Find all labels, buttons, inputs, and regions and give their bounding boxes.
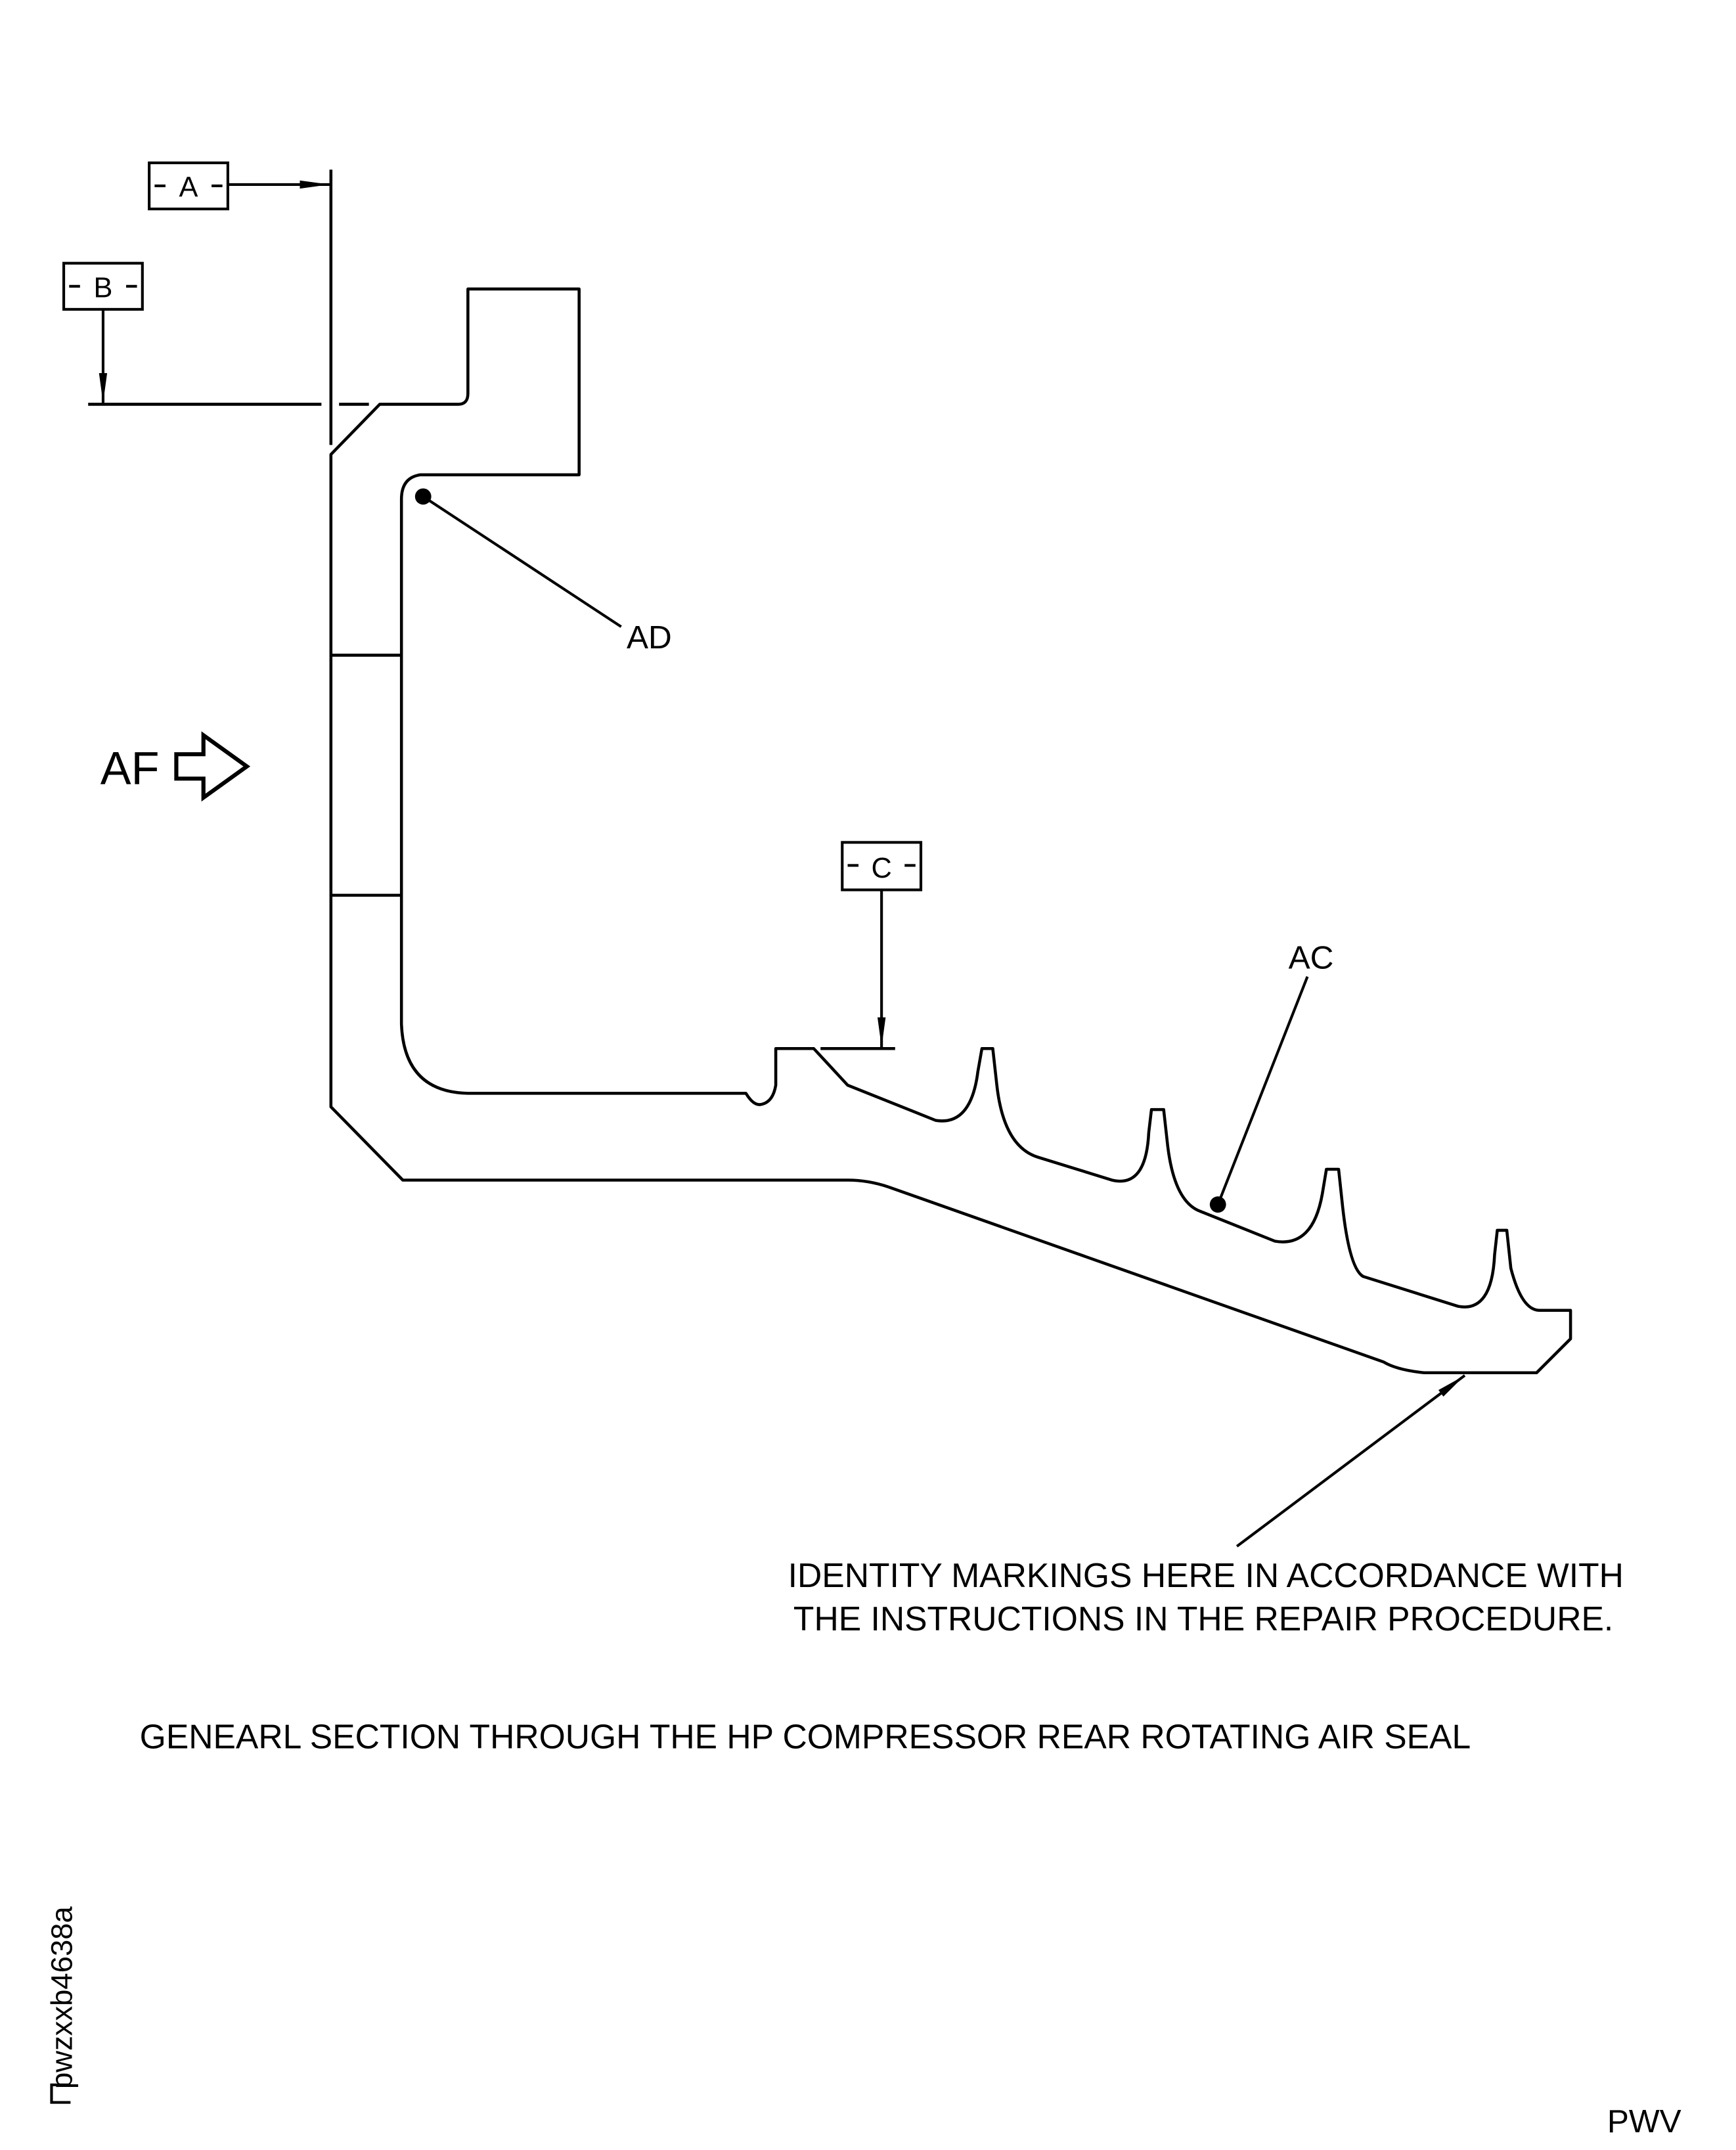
view-af-label: AF xyxy=(100,742,160,794)
view-af: AF xyxy=(100,731,251,802)
figure-id: pwzxxb4638a xyxy=(45,1906,78,2104)
figure-id-label: pwzxxb4638a xyxy=(45,1906,78,2089)
seal-section-outline xyxy=(329,287,1572,1375)
callout-ac-label: AC xyxy=(1289,939,1334,975)
view-arrow-icon xyxy=(174,731,251,802)
callout-ac: AC xyxy=(1209,939,1334,1213)
footer-mark: PWV xyxy=(1607,2103,1681,2139)
callout-ad-label: AD xyxy=(627,619,672,656)
datum-b-flag: B xyxy=(62,261,144,403)
datum-a-flag: A xyxy=(148,161,330,211)
note-line-2: THE INSTRUCTIONS IN THE REPAIR PROCEDURE… xyxy=(793,1600,1613,1638)
identity-marking-leader xyxy=(1235,1374,1466,1548)
datum-a-label: A xyxy=(179,172,198,204)
datum-c-label: C xyxy=(871,853,891,884)
datum-c-flag: C xyxy=(841,841,923,1048)
datum-b-label: B xyxy=(93,272,112,303)
note-line-1: IDENTITY MARKINGS HERE IN ACCORDANCE WIT… xyxy=(788,1556,1624,1594)
figure-caption: GENEARL SECTION THROUGH THE HP COMPRESSO… xyxy=(140,1718,1471,1756)
callout-ad: AD xyxy=(414,488,672,656)
